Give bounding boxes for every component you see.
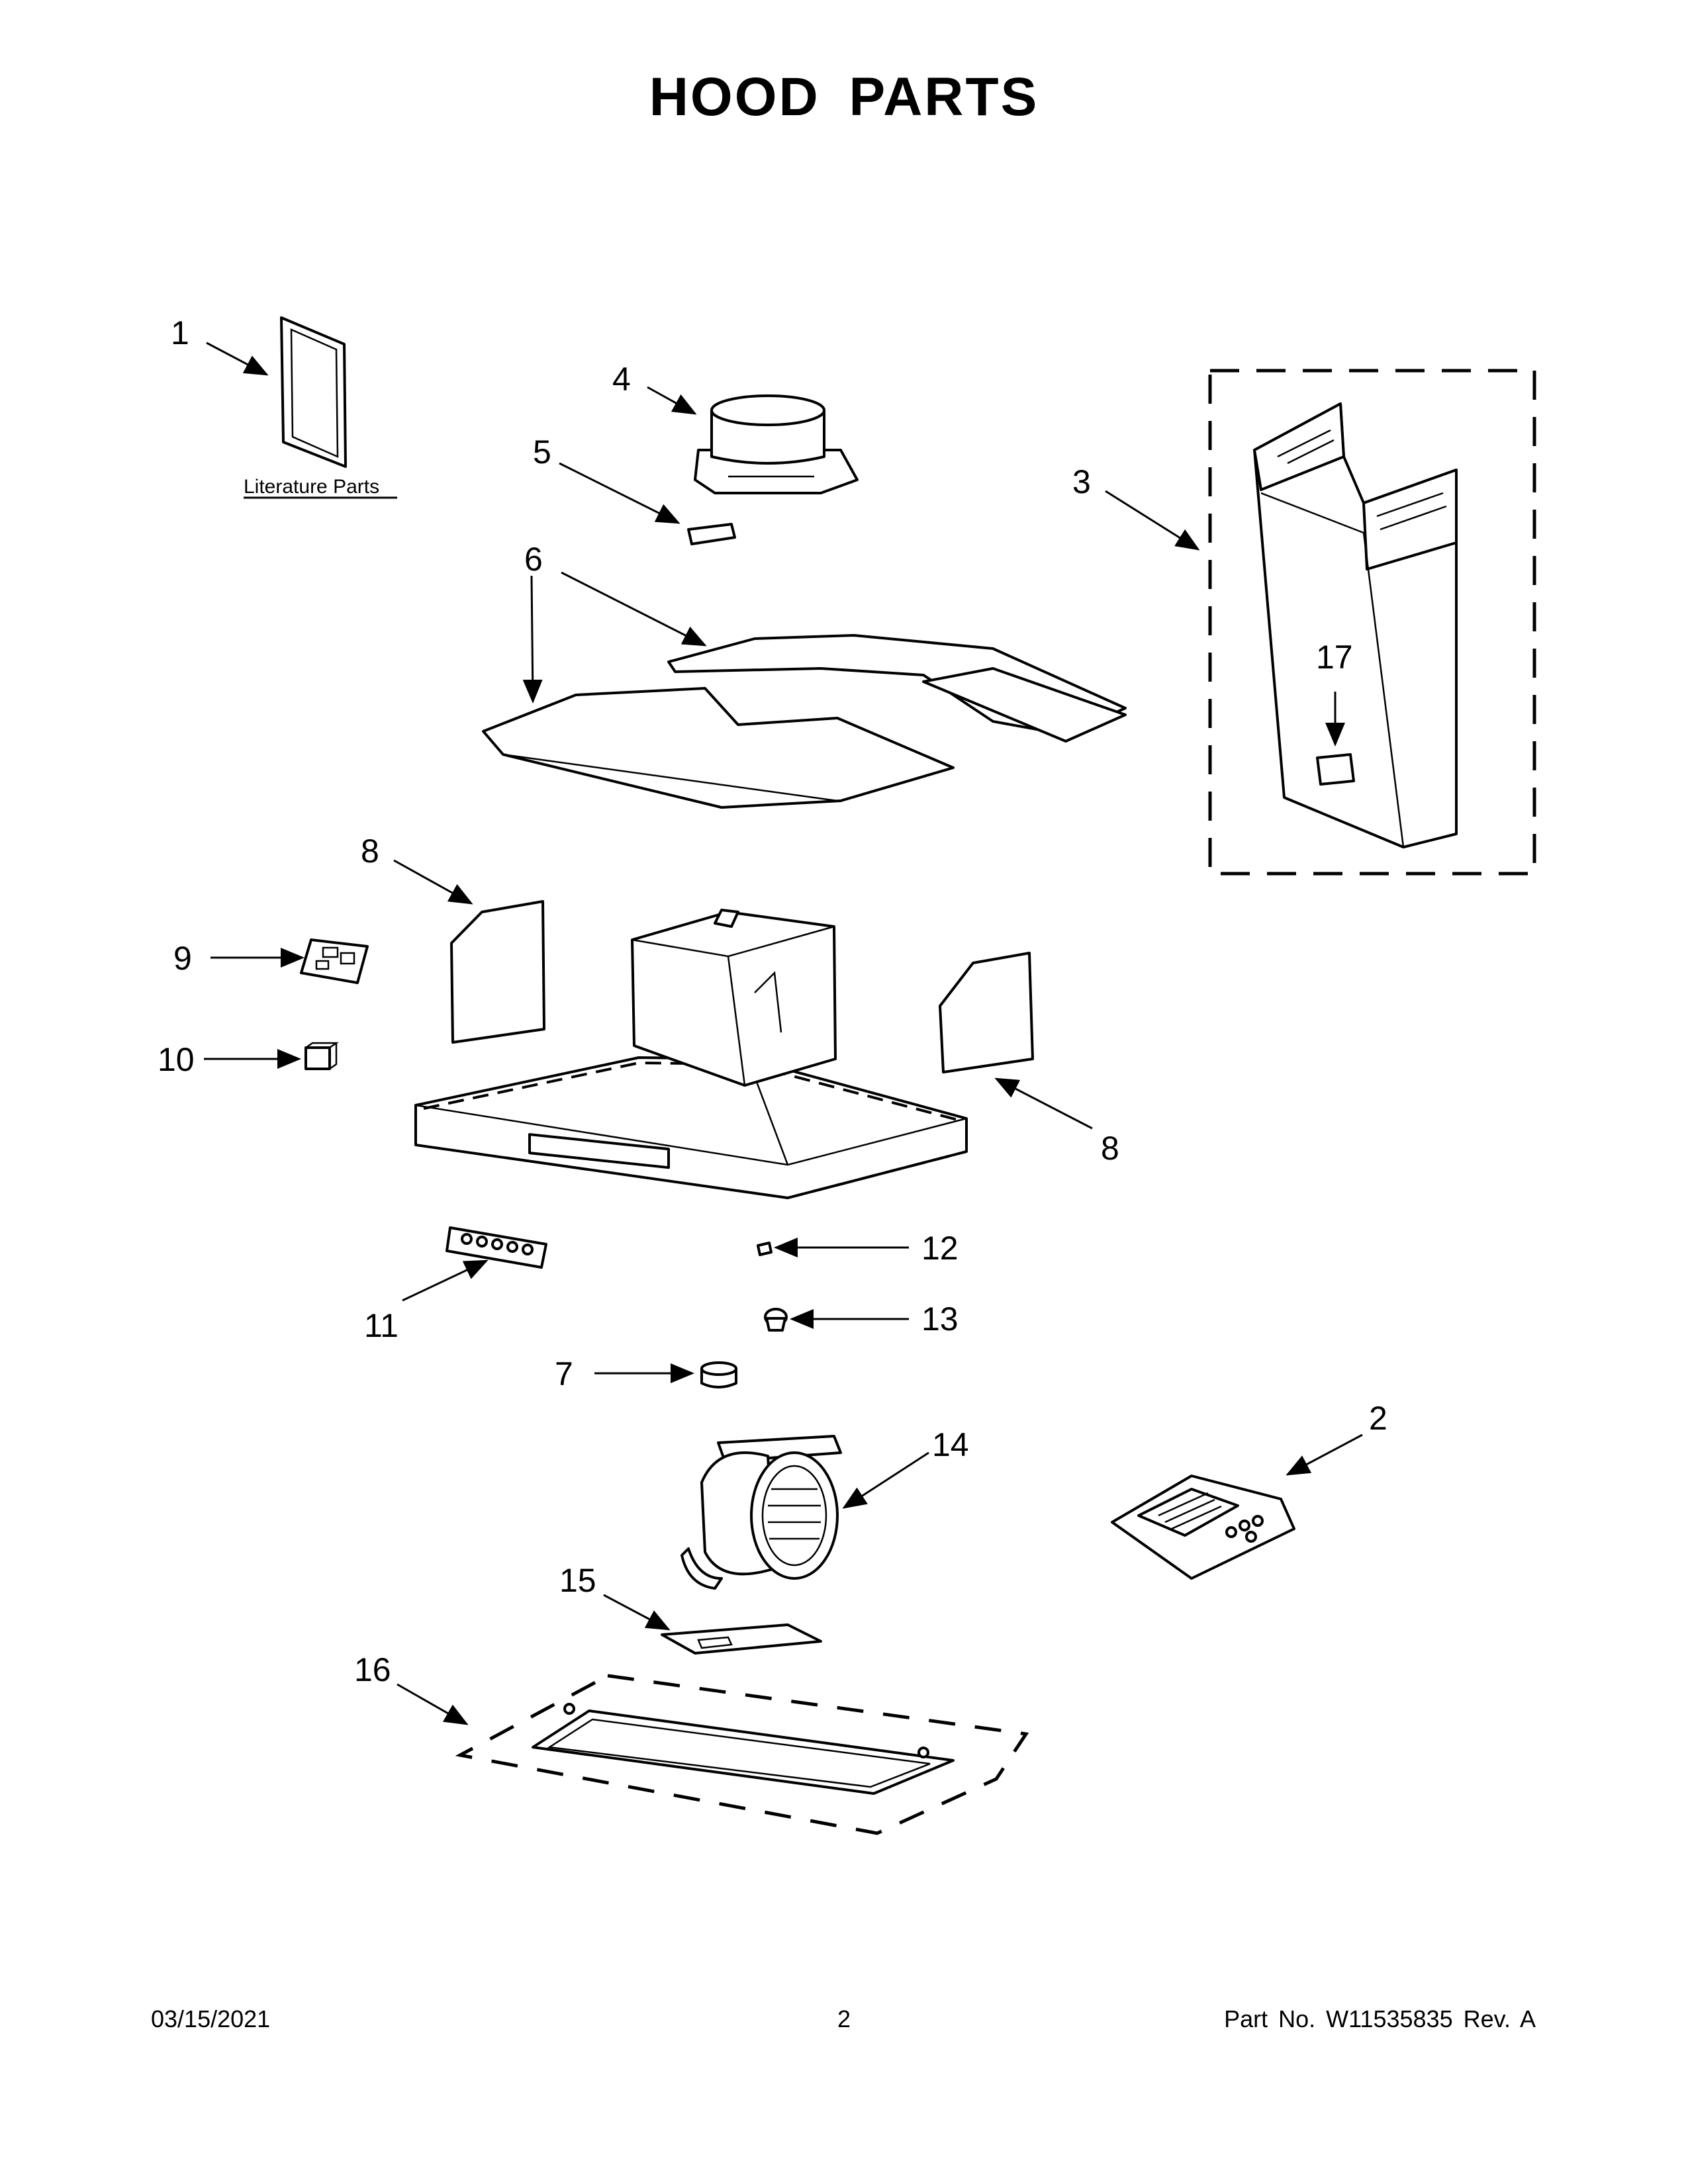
owner-packet[interactable] [1111,1475,1295,1580]
callout-13: 13 [921,1300,959,1338]
control-board[interactable] [300,938,369,984]
callout-8-left: 8 [361,833,379,870]
blower-housing[interactable] [631,909,837,1087]
literature-parts-label: Literature Parts [244,476,379,498]
callout-6: 6 [524,541,543,578]
callout-5: 5 [533,433,551,471]
control-panel[interactable] [445,1226,547,1269]
callout-12: 12 [921,1230,959,1267]
callout-2: 2 [1369,1400,1387,1437]
leader-lines [204,341,1363,1725]
light-lens[interactable] [661,1623,822,1655]
callout-numbers: 1 2 3 4 5 6 7 8 8 9 10 11 12 13 14 15 16… [158,314,1387,1688]
footer-date: 03/15/2021 [151,2005,271,2032]
callout-1: 1 [171,314,189,351]
charcoal-filter-left[interactable] [450,900,545,1044]
callout-4: 4 [612,361,631,398]
page-title: HOOD PARTS [649,67,1039,127]
blower-motor[interactable] [680,1435,842,1590]
literature-booklet[interactable] [280,316,347,468]
hood-canopy[interactable] [414,1056,968,1199]
light-bulb[interactable] [764,1308,788,1332]
chimney-group-box [1208,369,1536,876]
callout-3: 3 [1072,463,1091,500]
callout-17: 17 [1316,639,1353,676]
small-bracket[interactable] [687,523,736,545]
callout-11: 11 [364,1307,399,1344]
footer-part-number: Part No. W11535835 Rev. A [1224,2005,1536,2032]
charcoal-filter-right[interactable] [939,952,1034,1073]
damper-collar[interactable] [694,394,859,494]
chimney-trim-front[interactable] [482,687,955,809]
capacitor-box[interactable] [305,1042,339,1070]
callout-9: 9 [173,940,192,977]
lamp-socket[interactable] [700,1361,737,1388]
callout-15: 15 [559,1562,596,1599]
callout-10: 10 [158,1041,195,1078]
footer-page-number: 2 [837,2005,851,2032]
callout-8-right: 8 [1101,1130,1119,1167]
grease-filter[interactable] [532,1703,955,1795]
callout-7: 7 [555,1355,573,1392]
screw[interactable] [757,1242,773,1256]
chimney-cover[interactable] [1253,402,1458,848]
chimney-trim-rear[interactable] [667,634,1127,743]
callout-14: 14 [932,1426,969,1463]
callout-16: 16 [354,1651,391,1688]
